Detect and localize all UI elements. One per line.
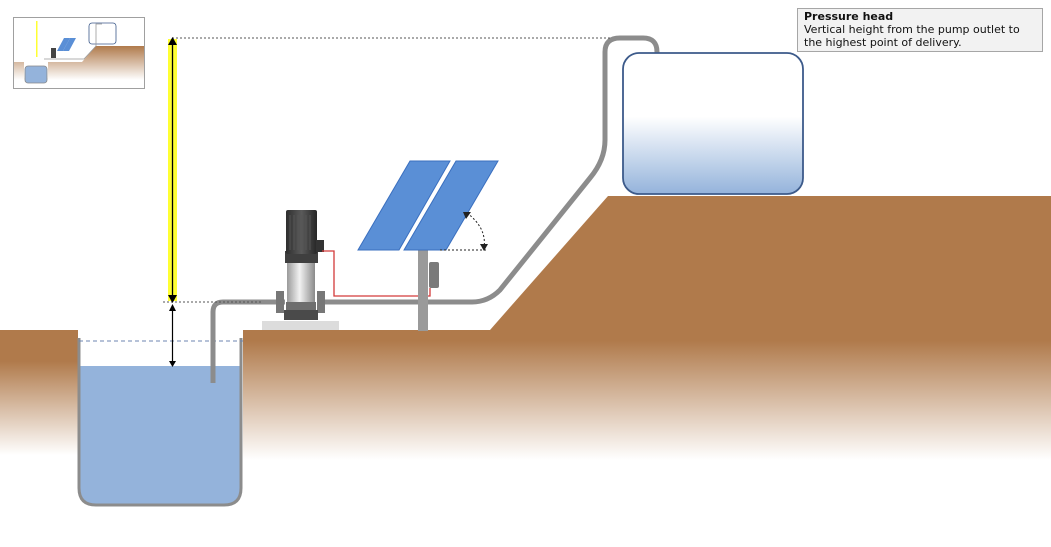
storage-tank xyxy=(622,52,804,195)
well-water xyxy=(79,366,241,505)
tooltip-body: Vertical height from the pump outlet to … xyxy=(804,23,1020,49)
pressure-head-tooltip: Pressure head Vertical height from the p… xyxy=(797,8,1043,52)
tooltip-title: Pressure head xyxy=(804,10,894,23)
solar-panel-icon xyxy=(357,160,499,251)
ground-right xyxy=(243,196,1051,460)
well-outline xyxy=(77,338,243,507)
controller-box xyxy=(429,262,439,288)
suction-pipe xyxy=(210,299,285,383)
ground-left xyxy=(0,330,78,460)
pump-icon xyxy=(276,210,325,320)
overview-thumbnail-drawing xyxy=(14,21,144,84)
delivery-pipe xyxy=(322,35,660,305)
tilt-angle-indicator xyxy=(440,212,488,251)
power-cable xyxy=(322,250,431,297)
overview-thumbnail[interactable] xyxy=(13,17,145,89)
suction-head-arrow[interactable] xyxy=(169,304,176,367)
pressure-head-arrow[interactable] xyxy=(168,37,177,303)
solar-pole xyxy=(418,243,428,331)
pump-base xyxy=(262,321,339,330)
